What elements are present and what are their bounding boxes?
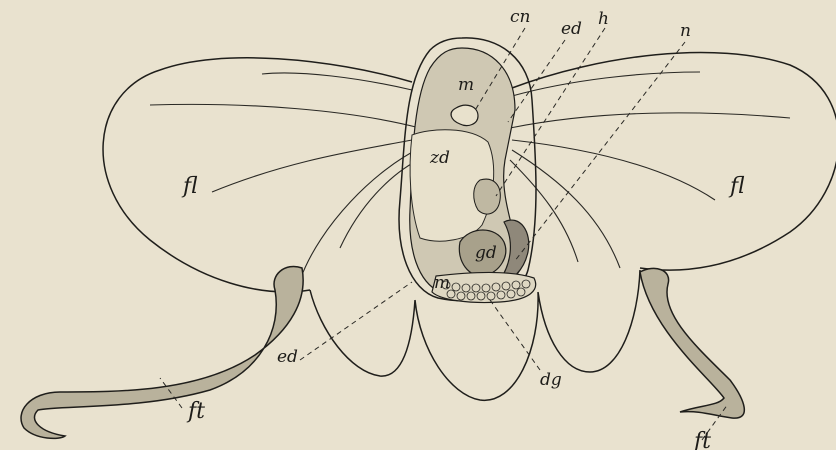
right-fin-vein-2 bbox=[512, 140, 715, 200]
label-dg: dg bbox=[540, 370, 562, 390]
label-zd: zd bbox=[429, 148, 450, 168]
label-fl-left: fl bbox=[181, 174, 198, 199]
label-ft-right: ft bbox=[692, 429, 711, 450]
label-cn: cn bbox=[510, 7, 530, 27]
label-fl-right: fl bbox=[728, 174, 745, 199]
label-n: n bbox=[680, 21, 691, 41]
left-fin-vein-1 bbox=[150, 104, 420, 128]
label-ed-bottom: ed bbox=[277, 347, 298, 367]
right-fin-vein-1 bbox=[510, 113, 790, 128]
label-ed-top: ed bbox=[561, 19, 582, 39]
label-gd: gd bbox=[475, 243, 497, 263]
h-region bbox=[474, 179, 501, 214]
leader-ed-top bbox=[508, 40, 565, 122]
label-h: h bbox=[598, 9, 609, 29]
label-m-bottom: m bbox=[434, 273, 450, 293]
right-tentacle bbox=[640, 268, 744, 418]
right-fin-inner bbox=[512, 72, 700, 96]
leader-dg bbox=[490, 300, 540, 370]
left-tentacle bbox=[21, 267, 303, 439]
leader-ed-bottom bbox=[300, 282, 412, 360]
label-m-top: m bbox=[458, 75, 474, 95]
left-fin-vein-4 bbox=[340, 160, 418, 248]
left-fin-vein-2 bbox=[212, 140, 412, 192]
label-ft-left: ft bbox=[186, 399, 205, 424]
